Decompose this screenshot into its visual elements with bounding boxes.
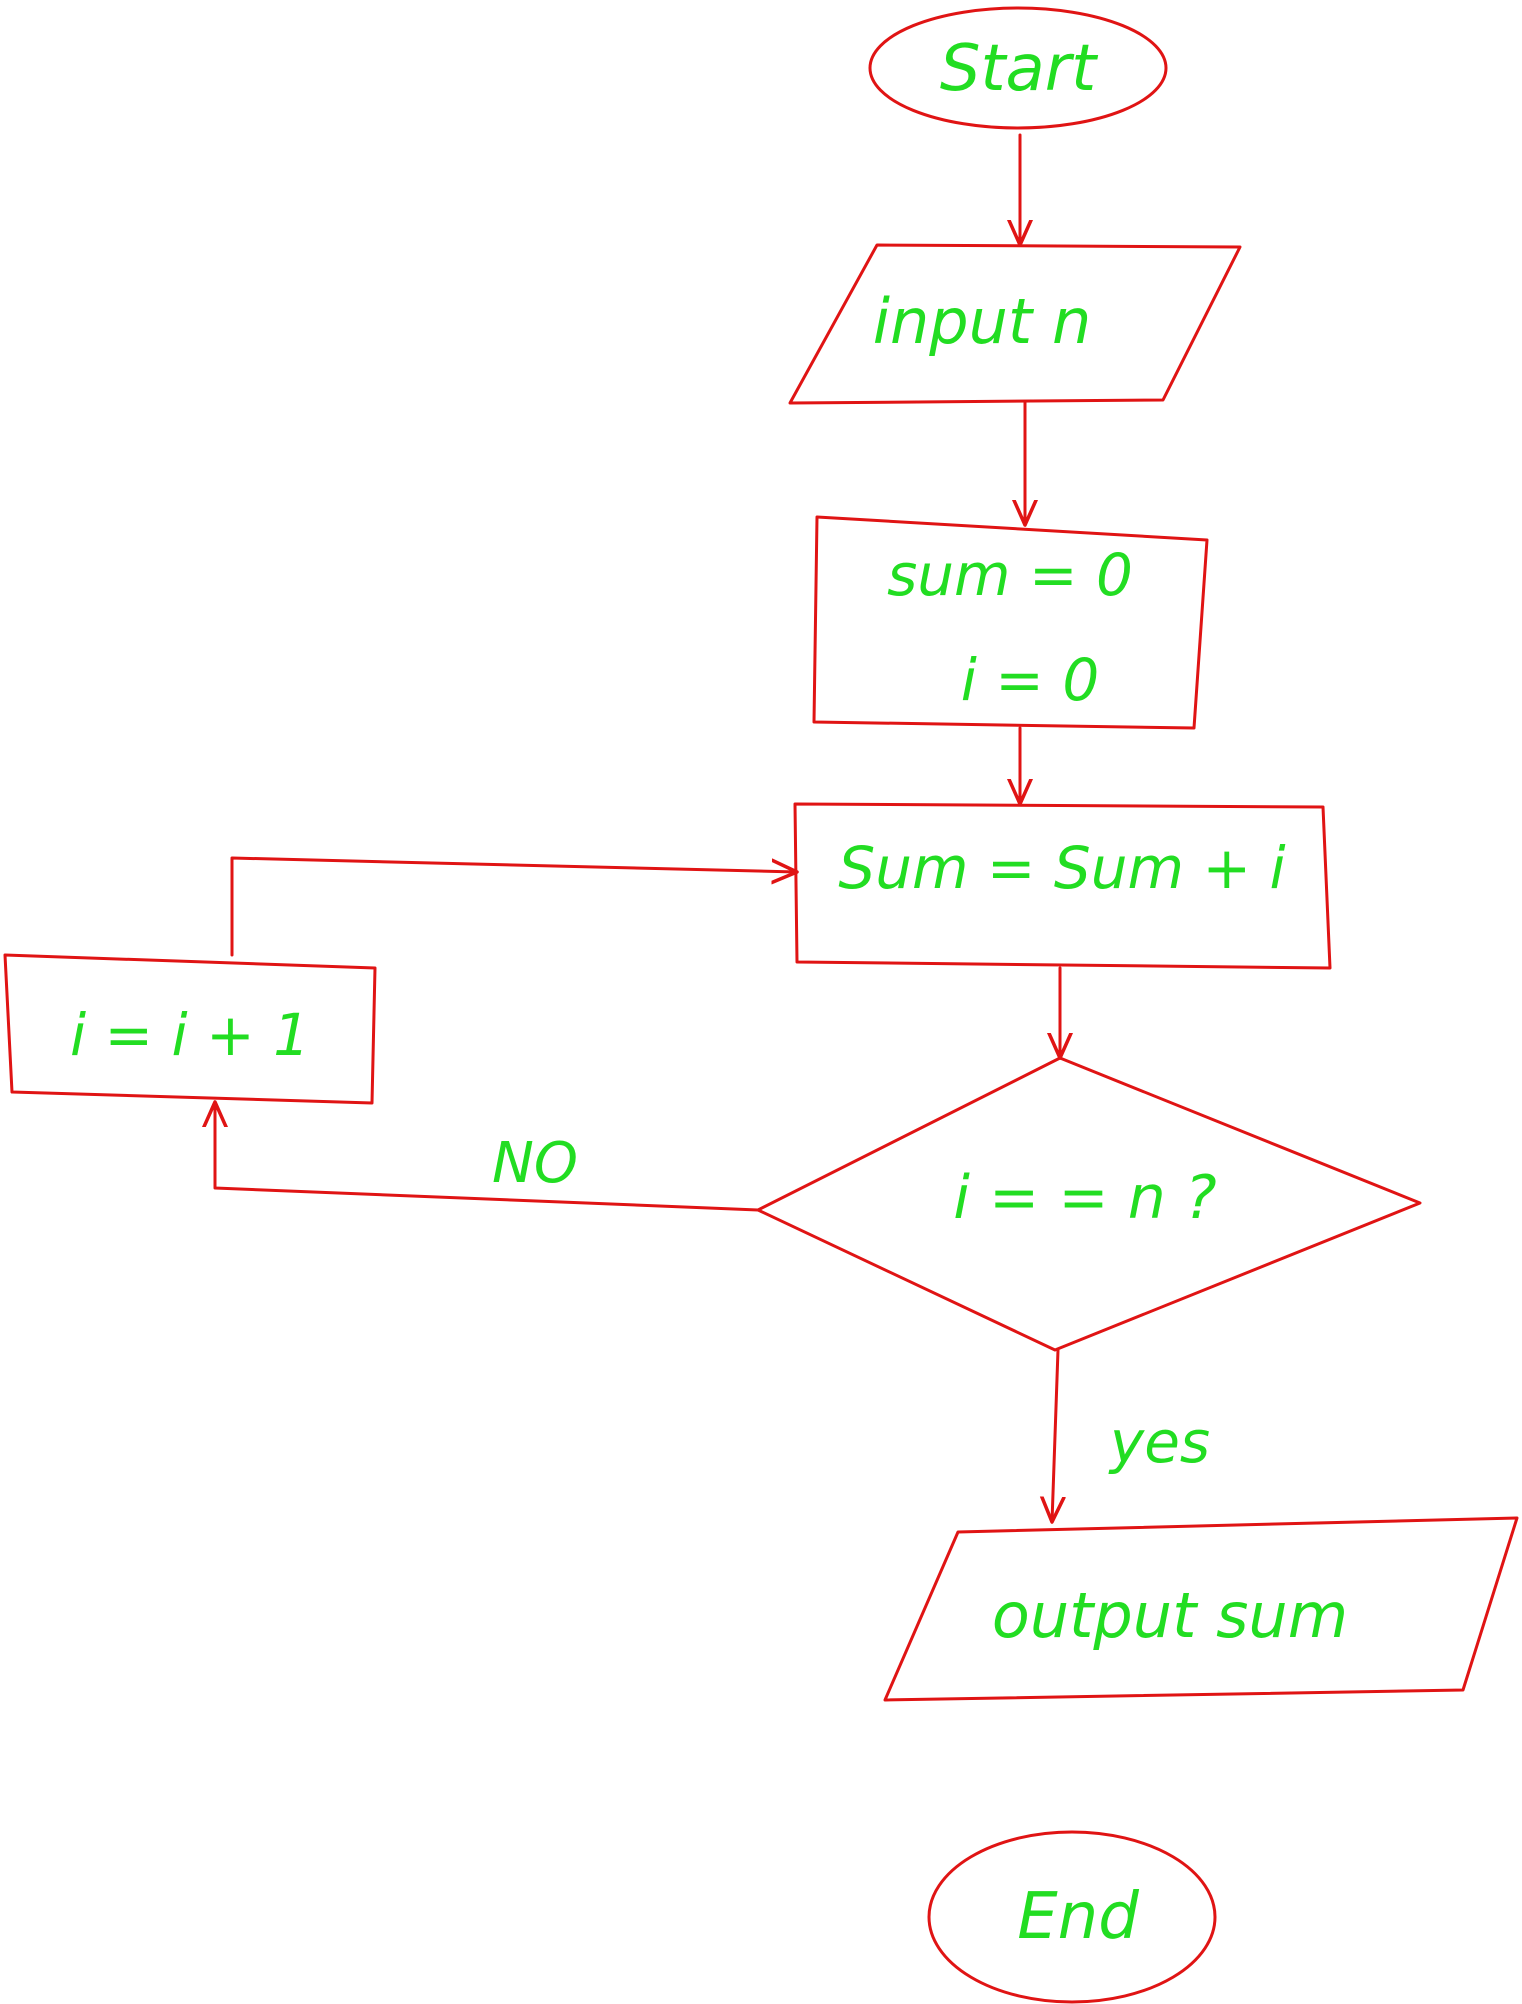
- output-node: output sum: [883, 1516, 1519, 1702]
- init-i-label: i = 0: [961, 646, 1100, 714]
- accumulate-node: Sum = Sum + i: [793, 802, 1332, 970]
- increment-node: i = i + 1: [3, 953, 377, 1105]
- edge-no-label: NO: [492, 1131, 578, 1196]
- decision-label: i = = n ?: [953, 1163, 1216, 1233]
- start-label: Start: [940, 32, 1099, 106]
- accumulate-label: Sum = Sum + i: [838, 834, 1285, 902]
- edge-decision-yes: [1052, 1348, 1058, 1522]
- end-node: End: [927, 1830, 1217, 2004]
- increment-label: i = i + 1: [70, 1001, 310, 1069]
- input-node: input n: [788, 243, 1242, 405]
- edge-decision-no: [215, 1102, 760, 1212]
- edge-yes-label: yes: [1108, 1408, 1210, 1476]
- input-label: input n: [873, 285, 1091, 358]
- end-label: End: [1017, 1880, 1139, 1954]
- output-label: output sum: [992, 1579, 1348, 1652]
- decision-node: i = = n ?: [756, 1056, 1422, 1352]
- init-node: sum = 0 i = 0: [812, 515, 1209, 730]
- start-node: Start: [868, 6, 1168, 130]
- init-sum-label: sum = 0: [887, 541, 1133, 609]
- edge-increment-to-accumulate: [230, 856, 797, 957]
